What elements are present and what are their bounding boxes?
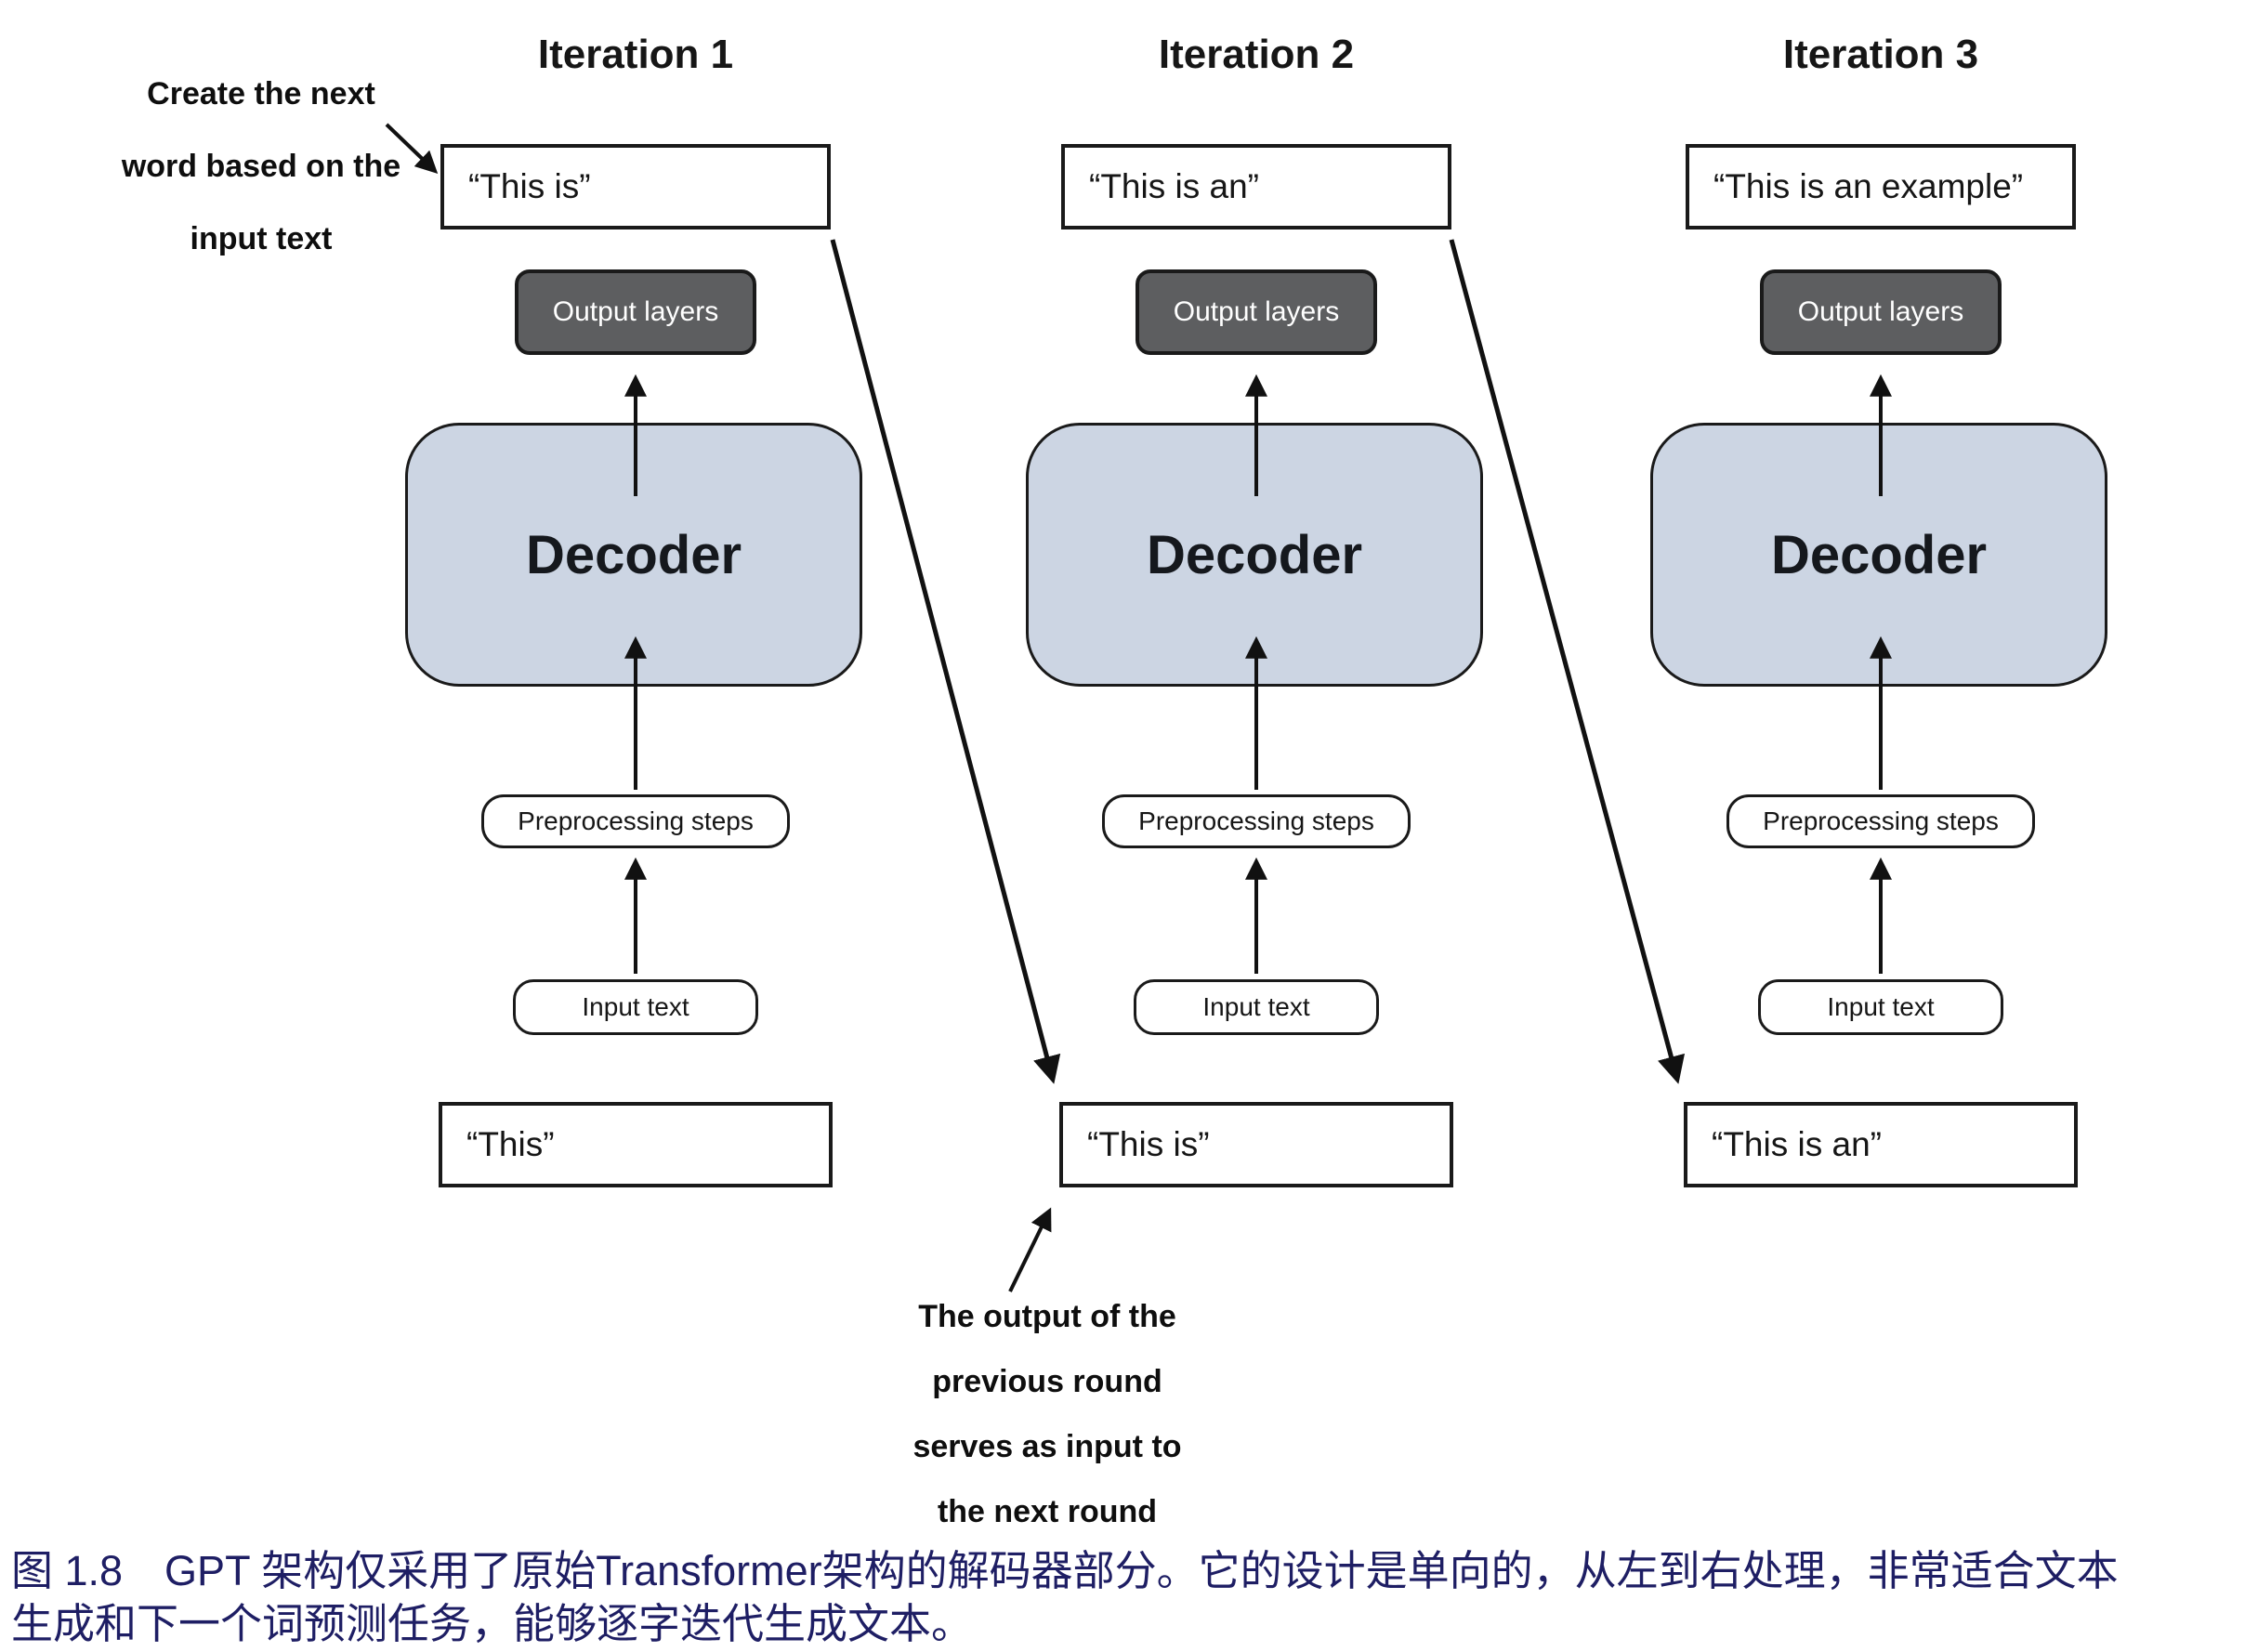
annotation-line: The output of the: [918, 1299, 1176, 1334]
iteration-1-input-text-box: “This”: [439, 1102, 833, 1187]
iteration-1-output-text-box: “This is”: [440, 144, 831, 229]
iteration-1-decoder-box: Decoder: [405, 423, 862, 687]
iteration-1-preprocessing-box: Preprocessing steps: [481, 794, 790, 848]
iteration-3-input-label-box: Input text: [1758, 979, 2003, 1035]
annotation-create-next-word: Create the next word based on the input …: [89, 58, 433, 275]
iteration-2-input-label-box: Input text: [1134, 979, 1379, 1035]
annotation-line: word based on the: [121, 149, 401, 184]
iteration-2-output-layers-box: Output layers: [1136, 269, 1377, 355]
iteration-column-2: Iteration 2 “This is an” Output layers D…: [1024, 19, 1489, 1208]
iteration-2-output-text-box: “This is an”: [1061, 144, 1451, 229]
caption-line-1: 图 1.8 GPT 架构仅采用了原始Transformer架构的解码器部分。它的…: [11, 1547, 2119, 1594]
iteration-2-decoder-box: Decoder: [1026, 423, 1483, 687]
annotation-line: the next round: [937, 1494, 1158, 1529]
annotation-line: Create the next: [147, 76, 375, 111]
iteration-2-preprocessing-box: Preprocessing steps: [1102, 794, 1411, 848]
annotation-line: previous round: [932, 1364, 1162, 1399]
iteration-1-input-label-box: Input text: [513, 979, 758, 1035]
iteration-3-input-text-box: “This is an”: [1684, 1102, 2078, 1187]
iteration-3-preprocessing-box: Preprocessing steps: [1726, 794, 2035, 848]
arrow-bottom-annotation-pointer: [1008, 1207, 1052, 1292]
iteration-2-title: Iteration 2: [1158, 32, 1355, 77]
iteration-column-3: Iteration 3 “This is an example” Output …: [1648, 19, 2113, 1208]
iteration-3-output-text-box: “This is an example”: [1686, 144, 2076, 229]
annotation-line: serves as input to: [912, 1429, 1182, 1464]
annotation-line: input text: [190, 221, 333, 256]
figure-caption: 图 1.8 GPT 架构仅采用了原始Transformer架构的解码器部分。它的…: [11, 1544, 2251, 1650]
iteration-3-decoder-box: Decoder: [1650, 423, 2107, 687]
iteration-3-output-layers-box: Output layers: [1760, 269, 2002, 355]
iteration-1-title: Iteration 1: [537, 32, 734, 77]
iteration-3-title: Iteration 3: [1782, 32, 1979, 77]
caption-line-2: 生成和下一个词预测任务，能够逐字迭代生成文本。: [11, 1600, 974, 1647]
iteration-column-1: Iteration 1 “This is” Output layers Deco…: [403, 19, 868, 1208]
iteration-2-input-text-box: “This is”: [1059, 1102, 1453, 1187]
annotation-output-feeds-next-round: The output of the previous round serves …: [857, 1284, 1238, 1544]
iteration-1-output-layers-box: Output layers: [515, 269, 756, 355]
